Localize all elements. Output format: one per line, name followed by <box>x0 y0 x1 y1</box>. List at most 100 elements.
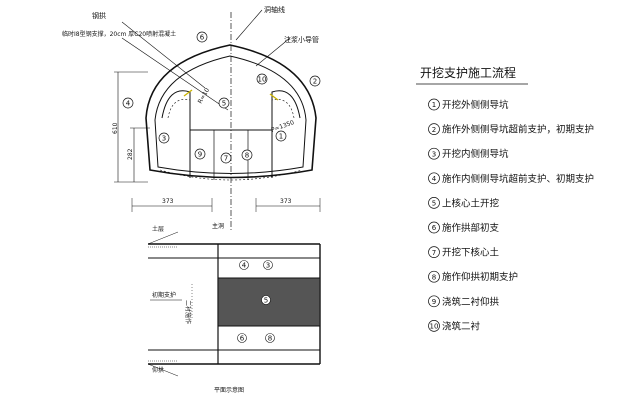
grout-pipe-left <box>183 89 193 97</box>
invert <box>159 169 303 181</box>
step-number: 2 <box>432 126 436 134</box>
dim-width-left: 373 <box>162 198 174 205</box>
step-number: 10 <box>430 323 439 331</box>
leader-arch <box>121 21 206 89</box>
dim-height-total: 610 <box>112 122 119 134</box>
tunnel-cross-section <box>114 9 321 232</box>
plan-markers: 4 3 5 6 8 <box>237 260 275 343</box>
side-support-right <box>271 90 301 170</box>
plan-marker-4: 4 <box>239 260 249 270</box>
svg-text:8: 8 <box>268 335 272 343</box>
step-number: 8 <box>432 273 436 281</box>
svg-text:9: 9 <box>198 151 202 159</box>
step-number-circle <box>428 172 440 185</box>
step-text: 施作内侧侧导坑超前支护、初期支护 <box>442 173 594 185</box>
plan-label-side: 二衬施作 <box>184 300 192 324</box>
step-number-circle <box>428 270 440 283</box>
procedure-step: 6 施作拱部初支 <box>428 221 500 234</box>
right-drift-arc <box>271 99 295 119</box>
procedure-title: 开挖支护施工流程 <box>420 65 516 80</box>
step-text: 开挖外侧侧导坑 <box>442 99 509 111</box>
step-text: 上核心土开挖 <box>442 197 500 209</box>
procedure-step: 9 浇筑二衬仰拱 <box>428 295 500 308</box>
svg-text:3: 3 <box>266 262 270 270</box>
step-text: 开挖内侧侧导坑 <box>442 148 509 160</box>
plan-marker-3: 3 <box>263 260 273 270</box>
step-text: 施作外侧侧导坑超前支护，初期支护 <box>442 124 594 136</box>
plan-view <box>147 231 321 377</box>
plan-title: 平面示意图 <box>214 386 244 394</box>
grout-pipe-right <box>269 93 279 101</box>
label-grout-pipe: 注浆小导管 <box>284 35 319 44</box>
leader-grout <box>255 37 291 67</box>
svg-text:5: 5 <box>222 100 226 108</box>
dim-height-lower: 282 <box>127 148 134 160</box>
label-tunnel-axis: 洞轴线 <box>264 5 285 14</box>
step-number-circle <box>428 320 440 332</box>
step-number: 5 <box>432 200 436 208</box>
step-number-circle <box>428 98 440 111</box>
marker-10: 10 <box>256 73 268 85</box>
svg-text:6: 6 <box>200 34 205 42</box>
step-number: 1 <box>432 101 436 109</box>
svg-text:6: 6 <box>240 335 245 343</box>
step-number-circle <box>428 197 440 209</box>
step-number-circle <box>428 246 440 258</box>
side-support-left <box>161 90 191 170</box>
step-number: 7 <box>432 249 436 257</box>
step-number: 9 <box>432 298 436 306</box>
marker-4: 4 <box>122 97 134 109</box>
leader-axis <box>235 9 263 41</box>
label-support-spec: 临时I8型钢支撑，20cm 厚C20喷射混凝土 <box>62 30 176 38</box>
marker-9: 9 <box>194 148 206 160</box>
step-number-circle <box>428 123 440 135</box>
step-text: 浇筑二衬 <box>442 320 481 332</box>
plan-marker-5: 5 <box>261 295 271 305</box>
svg-text:4: 4 <box>126 100 131 108</box>
marker-7: 7 <box>220 152 232 164</box>
section-markers: 6 10 2 4 5 3 1 9 7 8 <box>122 31 321 164</box>
left-drift-arc <box>167 99 191 119</box>
step-text: 开挖下核心土 <box>442 247 500 259</box>
marker-6: 6 <box>196 31 208 43</box>
procedure-step: 3 开挖内侧侧导坑 <box>428 147 509 160</box>
step-number: 4 <box>432 175 437 183</box>
step-number-circle <box>428 221 440 234</box>
procedure-step: 5 上核心土开挖 <box>428 197 500 209</box>
procedure-panel: 开挖支护施工流程 1 开挖外侧侧导坑 2 施作外侧侧导坑超前支护，初期支护 3 开挖内侧侧… <box>416 65 594 332</box>
step-number-circle <box>428 295 440 308</box>
plan-marker-8: 8 <box>265 333 275 343</box>
leader-spec <box>121 37 229 111</box>
marker-8: 8 <box>241 149 253 161</box>
procedure-step: 2 施作外侧侧导坑超前支护，初期支护 <box>428 123 594 136</box>
step-number-circle <box>428 147 440 160</box>
step-number: 6 <box>432 224 437 232</box>
label-r: R=10 <box>197 87 212 105</box>
label-guard-arch: 钢拱 <box>92 11 106 20</box>
step-text: 施作拱部初支 <box>442 222 500 234</box>
step-number: 3 <box>432 150 436 158</box>
procedure-step: 4 施作内侧侧导坑超前支护、初期支护 <box>428 172 594 185</box>
marker-3: 3 <box>158 132 170 144</box>
dim-width-right: 373 <box>280 198 292 205</box>
marker-2: 2 <box>309 75 321 87</box>
svg-text:7: 7 <box>224 155 228 163</box>
procedure-steps: 1 开挖外侧侧导坑 2 施作外侧侧导坑超前支护，初期支护 3 开挖内侧侧导坑 4 施作内侧侧导… <box>428 98 594 332</box>
marker-5: 5 <box>218 97 230 109</box>
svg-text:2: 2 <box>313 78 317 86</box>
svg-text:1: 1 <box>279 133 283 141</box>
svg-text:8: 8 <box>245 152 249 160</box>
svg-text:4: 4 <box>242 262 247 270</box>
step-text: 施作仰拱初期支护 <box>442 271 518 283</box>
step-text: 浇筑二衬仰拱 <box>442 296 500 308</box>
marker-1: 1 <box>275 130 287 142</box>
svg-text:3: 3 <box>162 135 166 143</box>
plan-label-top: 土层 <box>152 225 164 233</box>
plan-label-bottom: 仰拱 <box>152 366 164 374</box>
plan-marker-6: 6 <box>237 333 247 343</box>
inner-lining <box>154 55 307 174</box>
plan-label-existing: 主洞 <box>212 222 224 230</box>
procedure-step: 7 开挖下核心土 <box>428 246 500 259</box>
